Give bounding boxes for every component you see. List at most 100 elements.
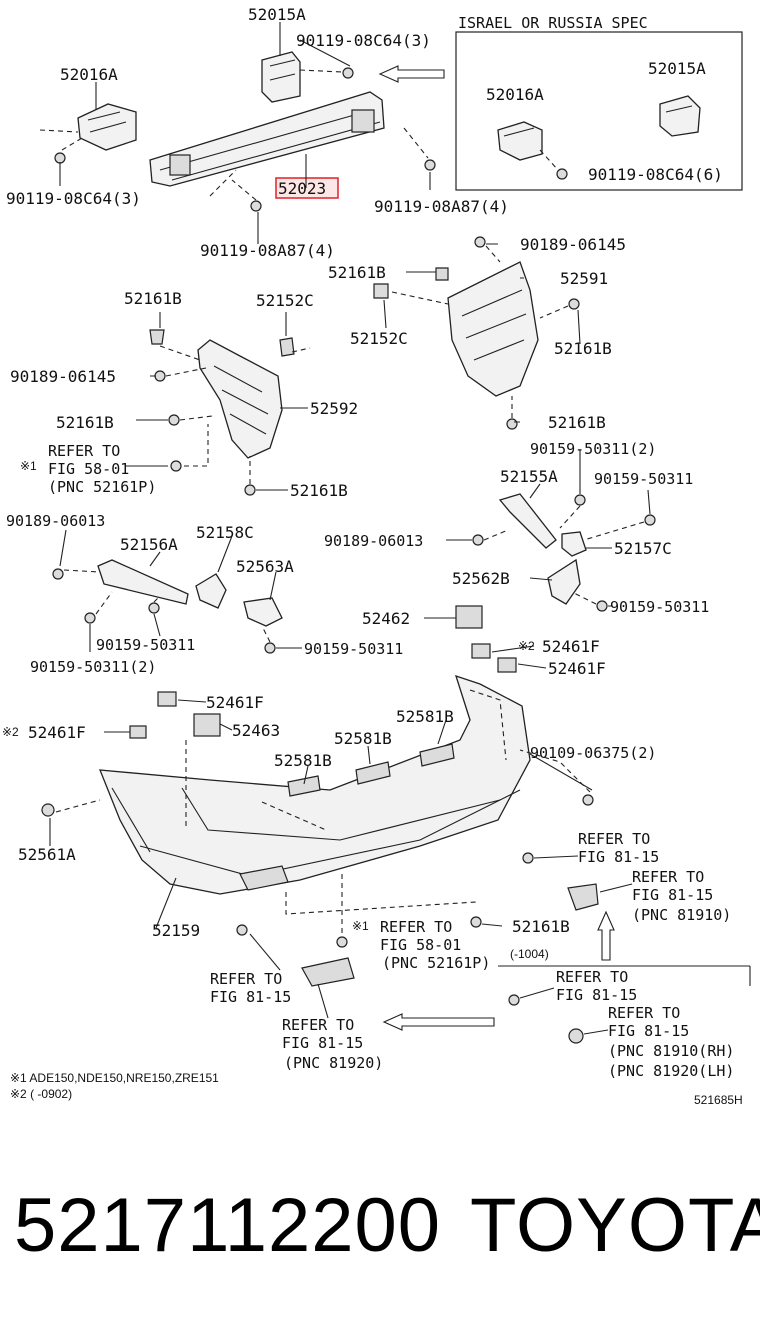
callout-label: 90109-06375(2) [530,744,656,762]
callout-label: REFER TO [632,868,704,886]
callout-label: 52581B [396,707,454,726]
callout-label: 52161B [512,917,570,936]
callout-label: 52158C [196,523,254,542]
callout-label: 90189-06013 [324,532,423,550]
callout-label: 52461F [542,637,600,656]
bracket-52563a-part[interactable] [243,597,283,627]
bracket-52158c-part[interactable] [195,573,227,609]
callout-label: 90119-08C64(3) [296,31,431,50]
callout-label: 90159-50311(2) [530,440,656,458]
callout-label: REFER TO [210,970,282,988]
callout-label: (PNC 81920) [284,1054,383,1072]
callout-label: 52161B [124,289,182,308]
callout-label: 52016A [486,85,544,104]
callout-label: 52015A [648,59,706,78]
callout-label: (PNC 81920(LH) [608,1062,734,1080]
note-text: ※1 ADE150,NDE150,NRE150,ZRE151 [10,1071,219,1085]
callout-label: (PNC 81910) [632,906,731,924]
callout-label: FIG 58-01 [380,936,461,954]
note-mark: ※1 [352,919,369,933]
callout-label: 52461F [28,723,86,742]
note-mark: ※2 [2,725,19,739]
callout-label: 52563A [236,557,294,576]
callout-label: 52462 [362,609,410,628]
callout-label: 90159-50311 [96,636,195,654]
callout-label: 52463 [232,721,280,740]
bracket-52156a-part[interactable] [97,559,189,605]
callout-label: REFER TO [48,442,120,460]
retainer-52591-part[interactable] [447,261,539,397]
callout-label: 52159 [152,921,200,940]
parts-diagram: 52015A 90119-08C64(3) ISRAEL OR RUSSIA S… [2,5,751,1107]
callout-label: REFER TO [282,1016,354,1034]
callout-label: 52562B [452,569,510,588]
note-mark: ※2 [518,639,535,653]
callout-label: 52581B [334,729,392,748]
callout-label: REFER TO [556,968,628,986]
callout-label: 52157C [614,539,672,558]
callout-label: 52161B [554,339,612,358]
callout-label: ISRAEL OR RUSSIA SPEC [458,14,648,32]
bumper-cover-52159-part[interactable] [99,674,531,895]
note-mark: ※1 [20,459,37,473]
figure-id: 521685H [694,1093,743,1107]
callout-label: 52152C [256,291,314,310]
inset-parts [497,95,701,180]
callout-label: REFER TO [608,1004,680,1022]
inset-frame [455,31,743,191]
brand-name: TOYOTA [470,1183,760,1268]
callout-label: (PNC 52161P) [382,954,490,972]
callout-label: FIG 81-15 [632,886,713,904]
callout-label: 52581B [274,751,332,770]
bracket-52155a-part[interactable] [498,493,557,549]
callout-label: 52161B [56,413,114,432]
highlight-box [275,177,339,199]
callout-label: FIG 81-15 [210,988,291,1006]
callout-label: FIG 81-15 [556,986,637,1004]
callout-label: 90119-08C64(3) [6,189,141,208]
callout-label: 90119-08A87(4) [200,241,335,260]
callout-label: REFER TO [380,918,452,936]
callout-label: 52016A [60,65,118,84]
callout-label: 52152C [350,329,408,348]
pad-52462-part[interactable] [455,605,483,629]
callout-label: 52015A [248,5,306,24]
callout-label: FIG 81-15 [608,1022,689,1040]
callout-label: 52155A [500,467,558,486]
callout-label: 52161B [328,263,386,282]
callout-label: 52561A [18,845,76,864]
callout-label: 52156A [120,535,178,554]
callout-label: 90159-50311(2) [30,658,156,676]
callout-label: REFER TO [578,830,650,848]
callout-label: FIG 81-15 [282,1034,363,1052]
reinforcement-assembly [39,51,445,212]
callout-label: 90159-50311 [610,598,709,616]
callout-label: 90189-06145 [10,367,116,386]
callout-label: 52161B [548,413,606,432]
callout-label: 90119-08A87(4) [374,197,509,216]
bracket-52562b-part[interactable] [547,558,581,605]
callout-label: 90159-50311 [304,640,403,658]
pad-52463-part[interactable] [193,713,221,737]
callout-label: 90189-06145 [520,235,626,254]
callout-label: 52023 [278,179,326,198]
note-text: ※2 ( -0902) [10,1087,72,1101]
callout-label: 52592 [310,399,358,418]
callout-label: (-1004) [510,947,549,961]
callout-label: 52161B [290,481,348,500]
callout-labels: 52015A 90119-08C64(3) ISRAEL OR RUSSIA S… [2,5,743,1107]
mid-brackets [52,493,656,739]
callout-label: (PNC 81910(RH) [608,1042,734,1060]
bumper-reinforcement-part[interactable] [149,91,385,187]
callout-label: (PNC 52161P) [48,478,156,496]
callout-label: 52461F [206,693,264,712]
callout-label: 52461F [548,659,606,678]
callout-label: 90159-50311 [594,470,693,488]
side-retainers [149,236,580,496]
callout-label: FIG 81-15 [578,848,659,866]
bracket-52157c-part[interactable] [561,531,587,557]
callout-label: 90119-08C64(6) [588,165,723,184]
part-number: 5217112200 [14,1183,442,1268]
bumper-cover [41,674,751,1044]
callout-label: 52591 [560,269,608,288]
